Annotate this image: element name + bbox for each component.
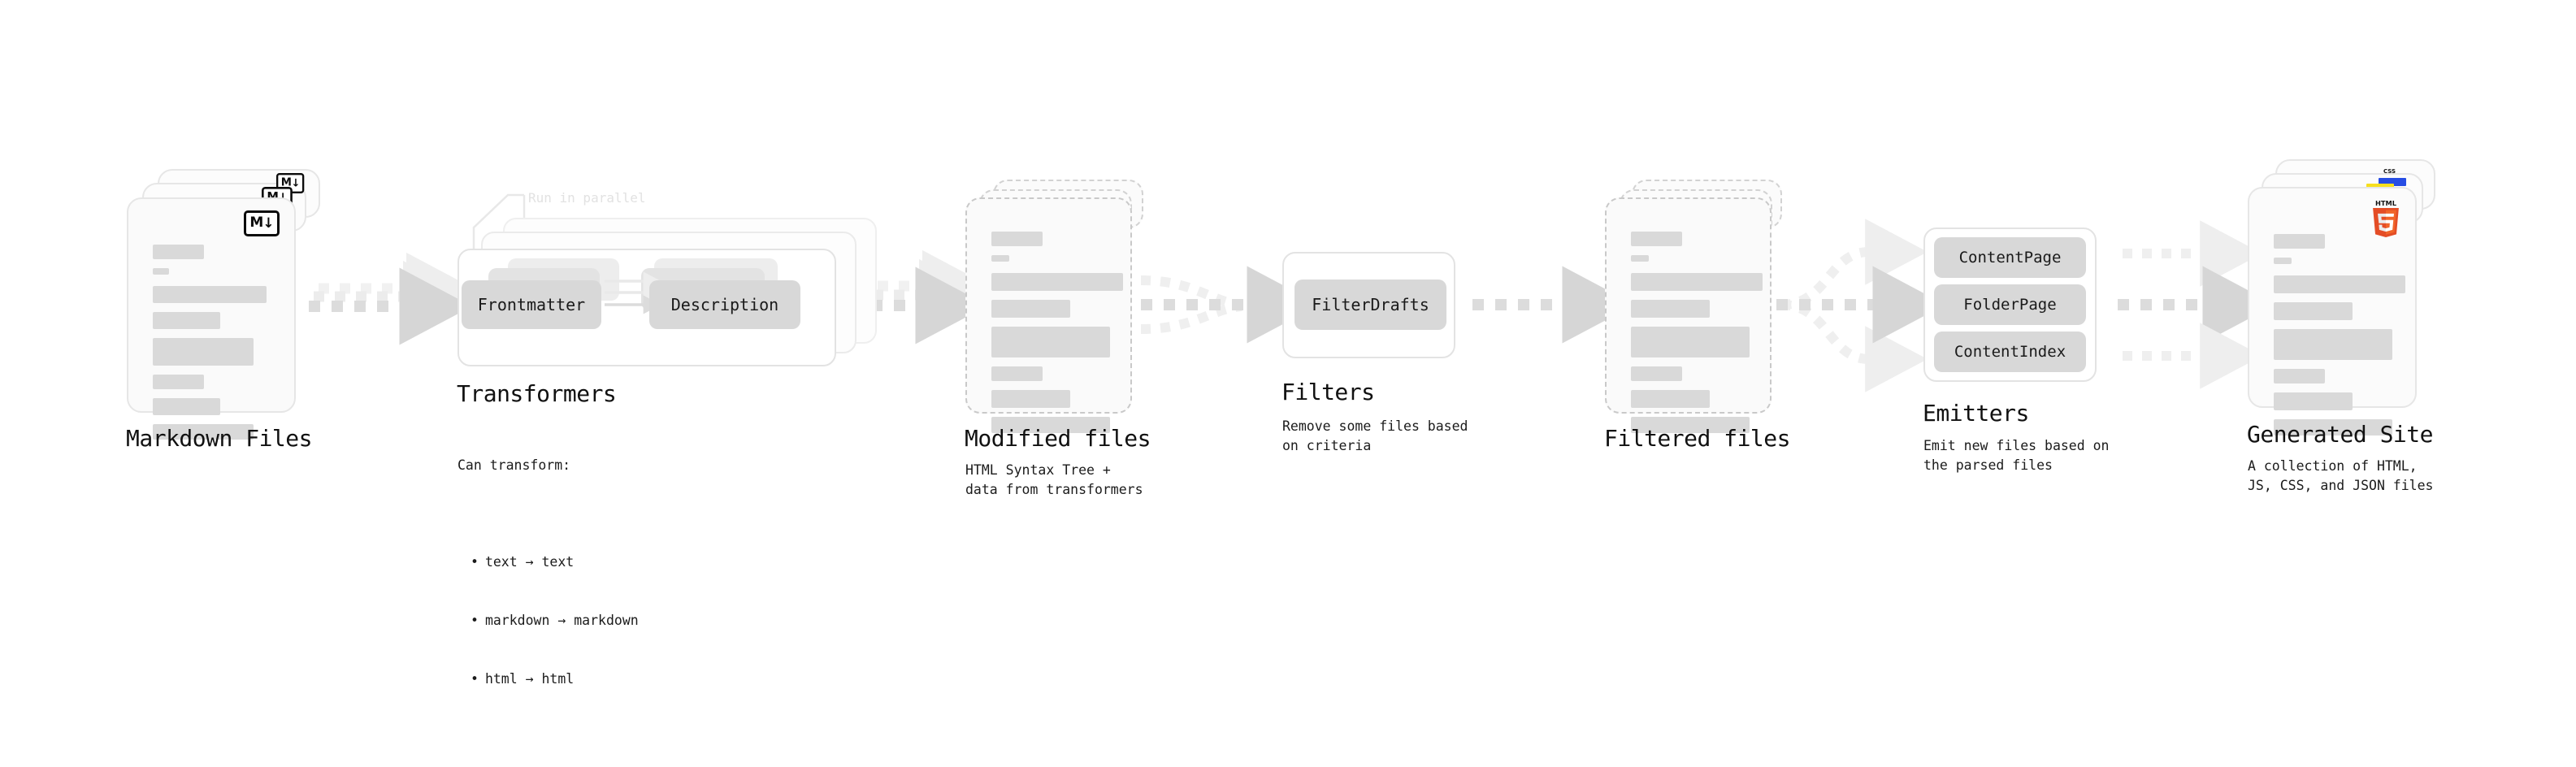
filter-pill-filterdrafts[interactable]: FilterDrafts bbox=[1295, 280, 1446, 330]
stage-title-emitters: Emitters bbox=[1923, 400, 2029, 427]
stage-title-filtered-files: Filtered files bbox=[1604, 425, 1791, 452]
emitters-description: Emit new files based on the parsed files bbox=[1923, 438, 2110, 473]
emitter-pill-contentpage[interactable]: ContentPage bbox=[1934, 237, 2086, 278]
markdown-icon-glyph: M bbox=[280, 176, 292, 189]
transformers-list: text → text markdown → markdown html → h… bbox=[458, 514, 639, 728]
generated-site-description: A collection of HTML, JS, CSS, and JSON … bbox=[2248, 458, 2434, 493]
css-icon bbox=[2379, 178, 2406, 186]
stage-title-filters: Filters bbox=[1281, 379, 1375, 405]
emitter-pill-contentindex[interactable]: ContentIndex bbox=[1934, 332, 2086, 372]
transformers-list-item: markdown → markdown bbox=[471, 611, 639, 630]
connector-emitters-to-site bbox=[2118, 220, 2275, 389]
modified-files-description: HTML Syntax Tree + data from transformer… bbox=[965, 462, 1143, 497]
stage-title-transformers: Transformers bbox=[457, 380, 617, 407]
connector-modified-to-filters bbox=[1140, 266, 1320, 344]
transformers-list-item: text → text bbox=[471, 552, 639, 572]
run-in-parallel-label: Run in parallel bbox=[528, 190, 646, 206]
transformers-can-transform: Can transform: bbox=[458, 457, 571, 473]
transformers-description: Can transform: text → text markdown → ma… bbox=[458, 417, 639, 767]
generated-site-card: HTML bbox=[2248, 187, 2417, 436]
transformers-list-item: html → html bbox=[471, 670, 639, 689]
modified-file-card bbox=[965, 197, 1132, 433]
modified-placeholder-bars bbox=[991, 232, 1123, 442]
diagram-canvas: M↓ M↓ M↓ Markdown Files Run in parallel bbox=[0, 0, 2576, 681]
connector-filtered-to-emitters bbox=[1776, 219, 1945, 392]
stage-title-generated-site: Generated Site bbox=[2247, 421, 2434, 448]
css-icon-label: CSS bbox=[2383, 168, 2396, 175]
filtered-placeholder-bars bbox=[1631, 232, 1763, 442]
md-placeholder-bars bbox=[153, 245, 273, 448]
markdown-icon-glyph: M bbox=[249, 214, 263, 231]
markdown-icon: M↓ bbox=[244, 210, 280, 236]
filtered-file-card bbox=[1605, 197, 1772, 433]
site-placeholder-bars bbox=[2274, 234, 2405, 444]
stage-title-modified-files: Modified files bbox=[965, 425, 1151, 452]
stage-title-markdown-files: Markdown Files bbox=[126, 425, 313, 452]
svg-text:HTML: HTML bbox=[2375, 199, 2397, 207]
filters-description: Remove some files based on criteria bbox=[1282, 418, 1468, 453]
markdown-file-card: M↓ bbox=[127, 197, 296, 440]
html5-icon: HTML bbox=[2373, 199, 2399, 238]
transformer-pill-frontmatter[interactable]: Frontmatter bbox=[462, 280, 601, 329]
emitter-pill-folderpage[interactable]: FolderPage bbox=[1934, 284, 2086, 325]
transformer-pill-description[interactable]: Description bbox=[649, 280, 800, 329]
connector-md-to-transformers bbox=[309, 252, 474, 345]
